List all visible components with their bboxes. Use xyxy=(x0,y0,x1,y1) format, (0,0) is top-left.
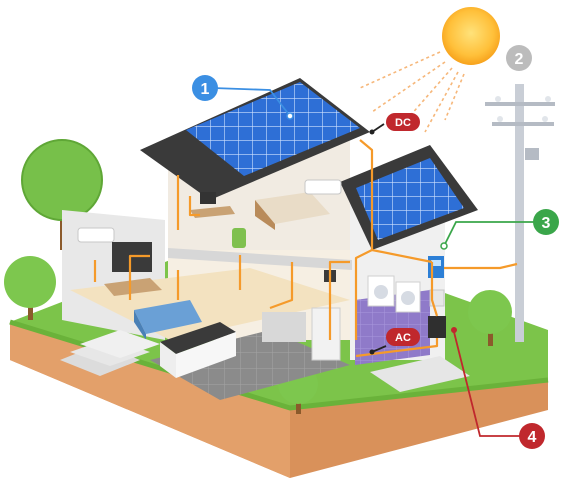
washer-dryer xyxy=(367,275,421,313)
green-chair xyxy=(232,228,246,248)
bed xyxy=(255,192,330,230)
side-roof xyxy=(340,145,478,250)
callout-2-label: 2 xyxy=(515,51,524,68)
callout-2: 2 xyxy=(506,45,532,71)
utility-pole xyxy=(485,84,555,342)
solar-panel-side xyxy=(356,158,464,240)
sofa xyxy=(134,300,202,340)
sun-rays xyxy=(359,51,465,133)
dc-tag-label: DC xyxy=(395,117,411,129)
solar-panel-main xyxy=(186,82,360,176)
stove-fridge xyxy=(262,307,341,361)
ac-tag-label: AC xyxy=(395,332,411,344)
kitchen-counter xyxy=(160,322,236,378)
dc-tag: DC xyxy=(386,113,420,131)
callout-4: 4 xyxy=(519,423,545,449)
inverter xyxy=(428,256,444,278)
main-roof xyxy=(140,78,370,200)
sun-icon xyxy=(442,7,500,65)
callout-4-label: 4 xyxy=(528,429,537,446)
desk-computer xyxy=(190,192,235,218)
callout-3-label: 3 xyxy=(542,215,551,232)
sidewalk xyxy=(370,356,470,392)
ac-tag: AC xyxy=(386,328,420,346)
callout-1: 1 xyxy=(192,75,218,101)
electrical-wiring xyxy=(93,139,518,358)
leader-lines xyxy=(212,87,536,437)
tree-left-small xyxy=(4,256,56,320)
tree-right xyxy=(468,290,512,346)
air-conditioner-upper xyxy=(304,179,342,195)
tv-stand xyxy=(104,278,162,296)
callout-1-label: 1 xyxy=(201,81,210,98)
callout-3: 3 xyxy=(533,209,559,235)
battery-unit xyxy=(428,316,446,338)
air-conditioner-lower xyxy=(77,227,115,243)
stairs xyxy=(60,330,160,376)
